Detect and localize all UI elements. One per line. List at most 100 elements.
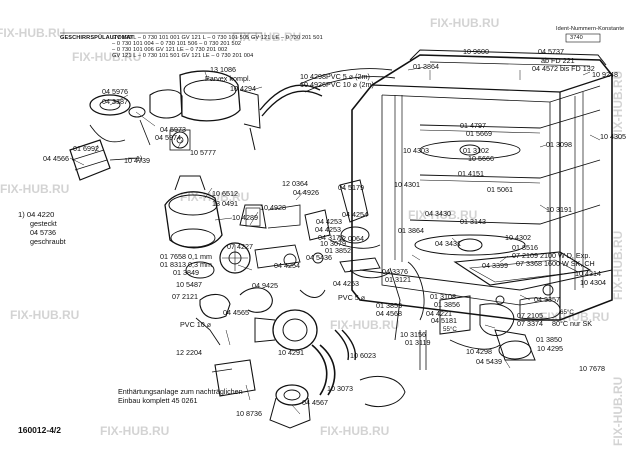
part-label: 04 4926 (293, 188, 319, 197)
watermark: FIX-HUB.RU (330, 318, 400, 332)
part-label: 10 4928 (260, 203, 286, 212)
part-label: 10 5777 (190, 148, 216, 157)
part-label: 04 9425 (252, 281, 278, 290)
part-label: 04 4254 (274, 261, 300, 270)
part-label: 10 3156 (400, 330, 426, 339)
part-label: 01 4797 (460, 121, 486, 130)
part-label: 07 2109 2100 W D, Exp. (512, 251, 591, 260)
part-label: 10 3073 (327, 384, 353, 393)
part-label: 10 6512 (212, 189, 238, 198)
watermark: FIX-HUB.RU (72, 50, 142, 64)
part-label: 10 8736 (236, 409, 262, 418)
part-label: 01 3852 (325, 246, 351, 255)
part-label: 04 3399 (482, 261, 508, 270)
part-label: 10 9600 (463, 47, 489, 56)
part-label: 07 2105 (517, 311, 543, 320)
part-label: 01 5061 (487, 185, 513, 194)
part-label: 04 3387 (102, 97, 128, 106)
part-label: 04 5181 (431, 316, 457, 325)
part-label: 80°C nur SK (552, 319, 593, 328)
part-label: 04 4221 (426, 309, 452, 318)
part-label: 04 4254 (342, 210, 368, 219)
watermark: FIX-HUB.RU (10, 308, 80, 322)
part-label: PVC 10 ⌀ (180, 320, 212, 329)
watermark: FIX-HUB.RU (0, 26, 66, 40)
watermark: FIX-HUB.RU (180, 190, 250, 204)
part-label: 10 4291 (278, 348, 304, 357)
part-label: 01 3102 (463, 146, 489, 155)
part-label: 01 3856 (434, 300, 460, 309)
part-label: 04 5436 (306, 253, 332, 262)
part-label: 01 3864 (398, 226, 424, 235)
part-label: 01 8516 (512, 243, 538, 252)
part-label: 04 3431 (435, 239, 461, 248)
part-label: 04 5973 (160, 125, 186, 134)
header-row-4: GV 121 L – 0 730 101 501 GV 121 LE – 0 7… (112, 53, 254, 59)
ident-title: Ident-Nummern-Konstante (556, 26, 625, 32)
part-label: 55°C (443, 326, 457, 333)
watermark: FIX-HUB.RU (430, 16, 500, 30)
part-label: 04 4565 (223, 308, 249, 317)
watermark: FIX-HUB.RU (0, 182, 70, 196)
part-label: Enthärtungsanlage zum nachträglichen (118, 387, 243, 396)
part-label: 1) (136, 154, 143, 163)
watermark: FIX-HUB.RU (100, 424, 170, 438)
part-label: 04 5179 (338, 183, 364, 192)
part-label: 01 6992 (73, 144, 99, 153)
part-label: 04 4572 bis FD 132 (532, 64, 595, 73)
part-label: 04 4253 (316, 217, 342, 226)
part-label: Einbau komplett 45 0261 (118, 396, 198, 405)
part-label: ab FD 221 (541, 56, 575, 65)
part-label: 12 0064 (338, 234, 364, 243)
part-label: 10 3079 (320, 239, 346, 248)
part-label: 01 5669 (466, 129, 492, 138)
watermark: FIX-HUB.RU (408, 208, 478, 222)
part-label: 04 4253 (315, 225, 341, 234)
part-label: 10 4289 (232, 213, 258, 222)
part-label: geschraubt (30, 237, 66, 246)
part-label: 10 3191 (546, 205, 572, 214)
part-label: 10 5487 (176, 280, 202, 289)
part-label: 07 3368 1600 W SK, CH (516, 259, 595, 268)
drawing-code: 160012-4/2 (18, 425, 62, 435)
part-label: 01 7658 0,1 mm (160, 252, 212, 261)
part-label: 01 3143 (460, 217, 486, 226)
part-label: 01 3850 (536, 335, 562, 344)
watermark: FIX-HUB.RU (232, 30, 302, 44)
part-label: 07 2121 (172, 292, 198, 301)
part-label: 07 4227 (227, 242, 253, 251)
header-title: GESCHIRRSPÜLAUTOMAT (60, 35, 134, 41)
part-label: 10 6023 (350, 351, 376, 360)
part-label: 10 4739 (124, 156, 150, 165)
part-label: 10 4314 (575, 269, 601, 278)
part-label: 04 4566 (43, 154, 69, 163)
part-label: 01 3853 (376, 301, 402, 310)
part-label: 04 4567 (302, 398, 328, 407)
part-label: 01 3121 (385, 275, 411, 284)
part-label: 10 4302 (505, 233, 531, 242)
part-label: 04 5974 (155, 133, 181, 142)
part-label: 04 3430 (425, 209, 451, 218)
part-label: 10 4298 (466, 347, 492, 356)
part-label: PVC 5 ⌀ (338, 293, 366, 302)
part-label: 01 4151 (458, 169, 484, 178)
part-label: 10 7678 (579, 364, 605, 373)
part-label: 01 3849 (173, 268, 199, 277)
part-label: 04 5976 (102, 87, 128, 96)
part-label: 13 1086 (210, 65, 236, 74)
part-label: 04 3376 (382, 267, 408, 276)
part-label: 10 4305 (600, 132, 626, 141)
header-row-2: – 0 730 101 004 – 0 730 101 506 – 0 730 … (112, 41, 242, 47)
part-label: 04 5736 (30, 228, 56, 237)
part-label: 04 4568 (376, 309, 402, 318)
ident-value: 3740 (570, 35, 583, 41)
part-label: 10 4926PVC 10 ⌀ (2m) (300, 80, 374, 89)
header-row-1: GV 120 L – 0 730 101 001 GV 121 L – 0 73… (112, 35, 323, 41)
part-label: 12 0364 (282, 179, 308, 188)
part-label: 07 3374 (517, 319, 543, 328)
part-label: 13 0491 (212, 199, 238, 208)
part-label: 04 5737 (538, 47, 564, 56)
part-label: 12 2204 (176, 348, 202, 357)
